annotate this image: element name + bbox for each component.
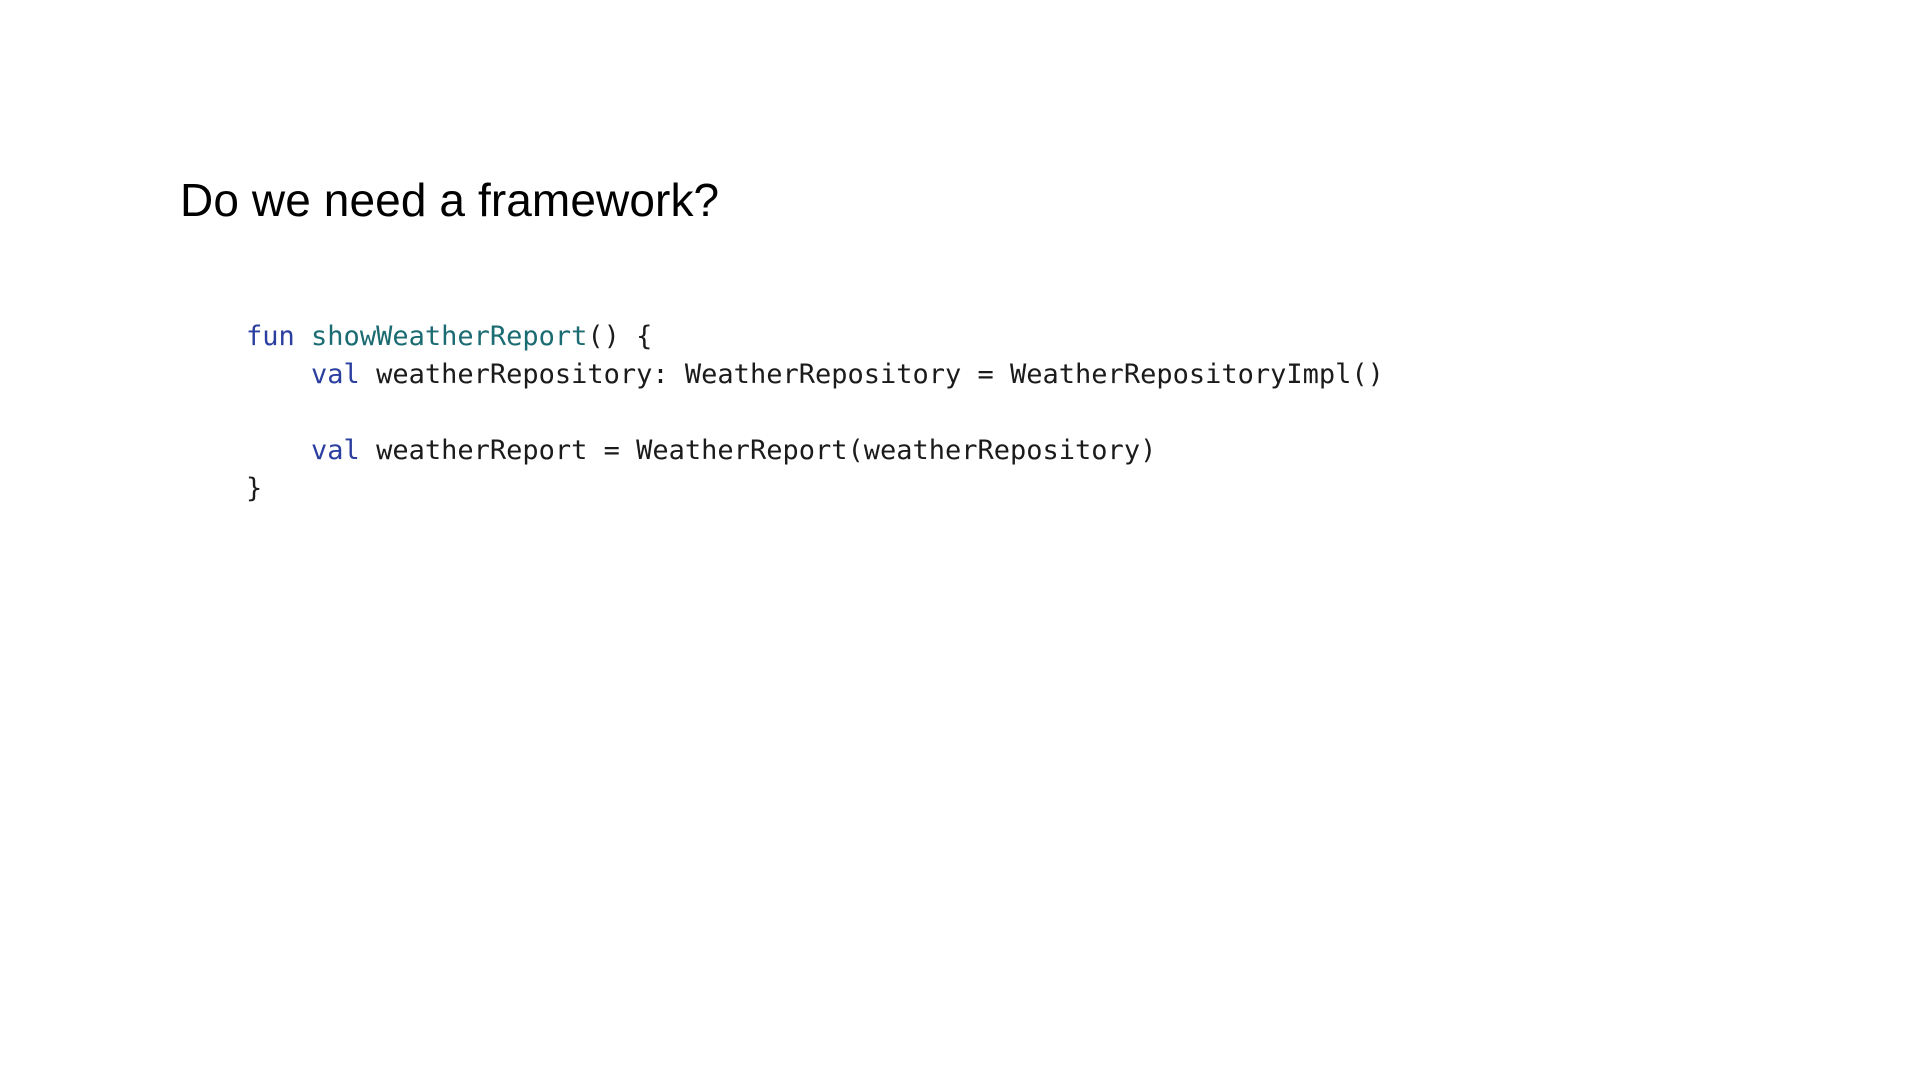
code-line: } [246, 470, 1384, 508]
code-token-keyword: val [311, 435, 360, 466]
code-token-plain: weatherRepository: WeatherRepository = W… [359, 359, 1384, 390]
code-line: val weatherRepository: WeatherRepository… [246, 356, 1384, 394]
code-token-plain [295, 321, 311, 352]
page-title: Do we need a framework? [180, 173, 720, 226]
code-line [246, 394, 1384, 432]
code-token-plain: } [246, 473, 263, 504]
code-block: fun showWeatherReport() { val weatherRep… [246, 318, 1384, 508]
code-token-keyword: val [311, 359, 360, 390]
code-line: val weatherReport = WeatherReport(weathe… [246, 432, 1384, 470]
code-token-plain: weatherReport = WeatherReport(weatherRep… [359, 435, 1157, 466]
code-token-plain [246, 435, 311, 466]
code-token-plain [246, 359, 311, 390]
code-line: fun showWeatherReport() { [246, 318, 1384, 356]
code-token-function: showWeatherReport [311, 321, 588, 352]
code-token-plain: () { [587, 321, 653, 352]
code-token-keyword: fun [246, 321, 295, 352]
